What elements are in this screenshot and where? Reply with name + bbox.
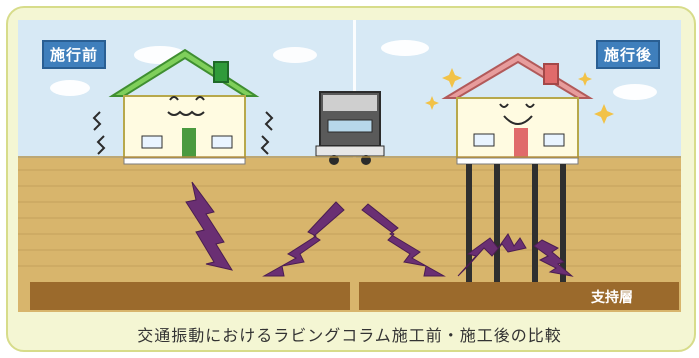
vibration-arrow	[361, 203, 446, 277]
sparkle-icon	[442, 68, 462, 88]
bearing-layer-left	[30, 282, 350, 310]
pile	[532, 164, 538, 282]
window-after-1	[473, 133, 495, 147]
chimney-before	[213, 61, 229, 83]
soil-texture	[18, 169, 681, 267]
bearing-layer-label: 支持層	[591, 290, 633, 306]
after-label: 施行後	[596, 40, 661, 69]
foundation-after	[456, 157, 579, 165]
sparkle-icon	[594, 104, 614, 124]
ground-line	[18, 156, 681, 158]
happy-face	[499, 103, 535, 125]
bearing-layer-right	[359, 282, 679, 310]
sparkle-icon	[578, 72, 592, 86]
shake-marks-before	[92, 111, 274, 155]
door-before	[182, 128, 196, 158]
foundation-before	[123, 157, 246, 165]
window-before-1	[141, 135, 163, 149]
chimney-after	[543, 63, 559, 85]
pile	[494, 164, 500, 282]
vibration-arrow	[262, 201, 345, 277]
vibration-arrow	[457, 233, 527, 277]
vibration-arrow	[533, 239, 574, 277]
window-after-2	[543, 133, 565, 147]
truck-icon	[315, 91, 385, 165]
sparkle-icon	[425, 96, 439, 110]
piles	[466, 164, 566, 282]
window-before-2	[211, 135, 233, 149]
pile	[560, 164, 566, 282]
worried-face	[167, 96, 205, 116]
vibration-arrows	[185, 181, 574, 277]
house-after	[425, 52, 614, 282]
before-label: 施行前	[42, 40, 107, 69]
caption: 交通振動におけるラビングコラム施工前・施工後の比較	[137, 326, 562, 345]
pile	[466, 164, 472, 282]
vibration-arrow	[185, 181, 234, 271]
sparkles	[425, 68, 614, 124]
door-after	[514, 128, 528, 158]
